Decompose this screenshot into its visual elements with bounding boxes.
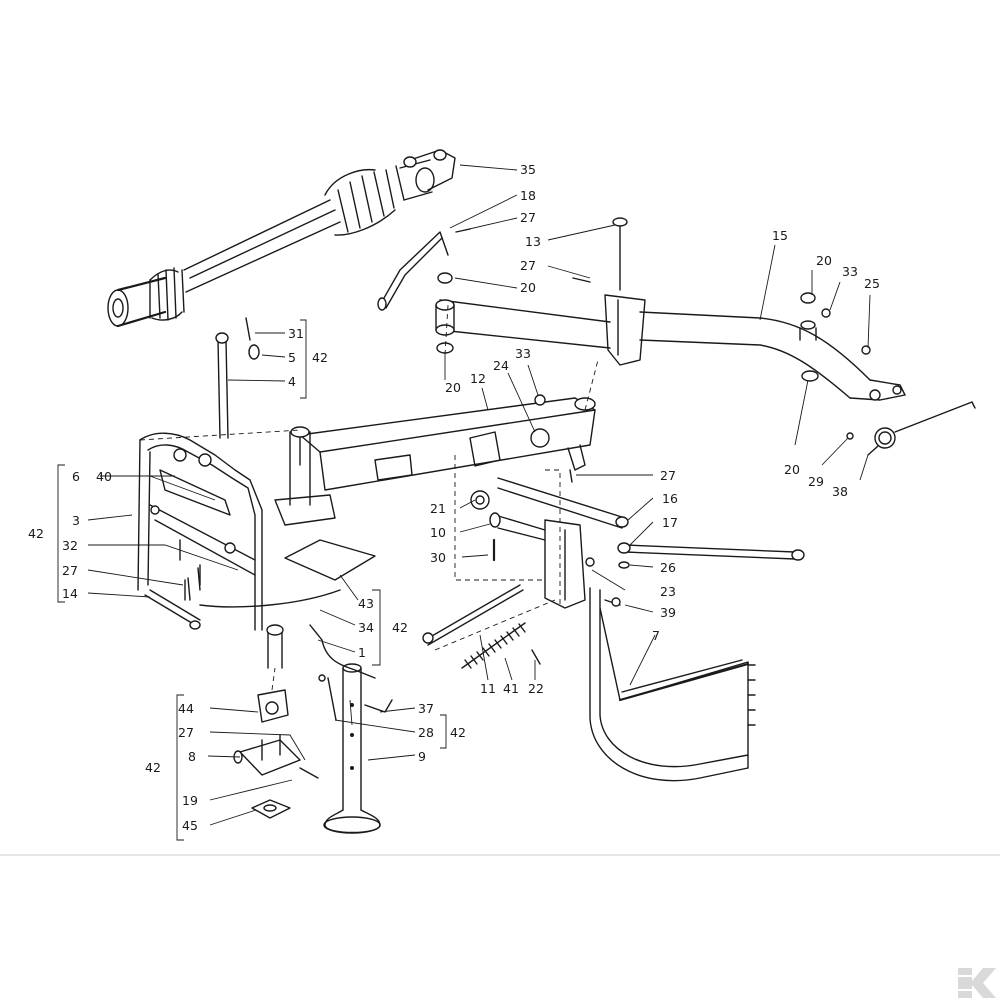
callout-15: 15 xyxy=(772,228,788,243)
callout-43: 43 xyxy=(358,596,374,611)
brand-logo xyxy=(958,968,996,998)
callout-42: 42 xyxy=(312,350,328,365)
callout-17: 17 xyxy=(662,515,678,530)
callout-25: 25 xyxy=(864,276,880,291)
callout-45: 45 xyxy=(182,818,198,833)
callout-8: 8 xyxy=(188,749,196,764)
callout-14: 14 xyxy=(62,586,78,601)
callout-5: 5 xyxy=(288,350,296,365)
a-frame xyxy=(137,317,263,631)
callout-30: 30 xyxy=(430,550,446,565)
callout-20: 20 xyxy=(816,253,832,268)
callout-42: 42 xyxy=(28,526,44,541)
callout-27: 27 xyxy=(520,258,536,273)
callout-32: 32 xyxy=(62,538,78,553)
leader-lines xyxy=(57,164,871,841)
callout-13: 13 xyxy=(525,234,541,249)
callout-29: 29 xyxy=(808,474,824,489)
callout-27: 27 xyxy=(660,468,676,483)
stand-assembly xyxy=(144,589,319,819)
plate xyxy=(284,539,376,581)
callout-18: 18 xyxy=(520,188,536,203)
callout-19: 19 xyxy=(182,793,198,808)
callout-22: 22 xyxy=(528,681,544,696)
callout-33: 33 xyxy=(515,346,531,361)
callout-1: 1 xyxy=(358,645,366,660)
callout-27: 27 xyxy=(178,725,194,740)
callout-labels: 35 18 27 13 15 27 20 20 33 25 31 5 42 4 … xyxy=(28,162,880,833)
callout-16: 16 xyxy=(662,491,678,506)
callout-4: 4 xyxy=(288,374,296,389)
callout-27: 27 xyxy=(520,210,536,225)
drive-shaft xyxy=(107,149,456,328)
callout-20: 20 xyxy=(445,380,461,395)
callout-24: 24 xyxy=(493,358,509,373)
bracket-pedal xyxy=(489,512,756,782)
callout-44: 44 xyxy=(178,701,194,716)
callout-26: 26 xyxy=(660,560,676,575)
callout-7: 7 xyxy=(652,628,660,643)
callout-20: 20 xyxy=(520,280,536,295)
callout-39: 39 xyxy=(660,605,676,620)
alignment-lines xyxy=(139,304,599,691)
callout-33: 33 xyxy=(842,264,858,279)
fasteners xyxy=(187,394,621,682)
callout-23: 23 xyxy=(660,584,676,599)
callout-6: 6 xyxy=(72,469,80,484)
main-beam xyxy=(274,397,596,526)
callout-3: 3 xyxy=(72,513,80,528)
callout-34: 34 xyxy=(358,620,374,635)
callout-11: 11 xyxy=(480,681,496,696)
callout-10: 10 xyxy=(430,525,446,540)
callout-31: 31 xyxy=(288,326,304,341)
rear-frame xyxy=(435,217,906,401)
link-arm xyxy=(377,228,591,311)
callout-20: 20 xyxy=(784,462,800,477)
callout-37: 37 xyxy=(418,701,434,716)
callout-21: 21 xyxy=(430,501,446,516)
callout-42: 42 xyxy=(392,620,408,635)
callout-42: 42 xyxy=(145,760,161,775)
tie-rods xyxy=(497,477,805,569)
callout-28: 28 xyxy=(418,725,434,740)
spring-rod xyxy=(422,584,541,669)
callout-38: 38 xyxy=(832,484,848,499)
callout-12: 12 xyxy=(470,371,486,386)
callout-40: 40 xyxy=(96,469,112,484)
torsion-spring xyxy=(846,401,976,456)
callout-9: 9 xyxy=(418,749,426,764)
callout-41: 41 xyxy=(503,681,519,696)
callout-42: 42 xyxy=(450,725,466,740)
callout-27: 27 xyxy=(62,563,78,578)
callout-35: 35 xyxy=(520,162,536,177)
support-leg xyxy=(323,663,393,834)
